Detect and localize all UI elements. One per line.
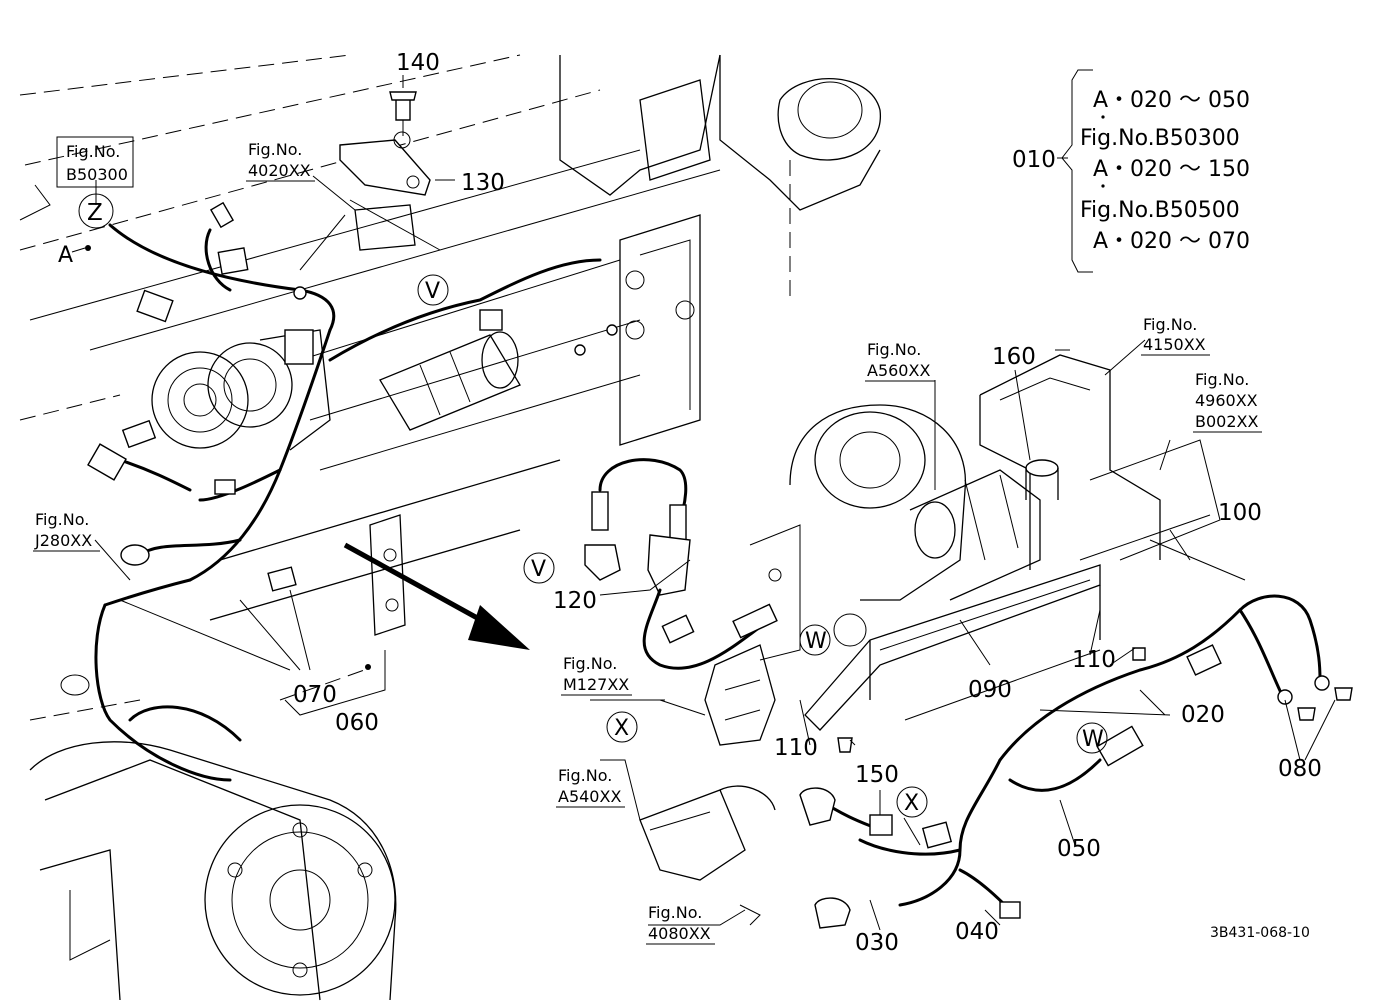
part-number-130: 130 <box>461 170 505 196</box>
fig-ref-4080xx: Fig.No. 4080XX <box>646 903 715 945</box>
svg-text:4080XX: 4080XX <box>648 924 711 943</box>
fig-ref-a560xx: Fig.No. A560XX <box>865 340 935 382</box>
svg-text:Fig.No.: Fig.No. <box>1143 315 1197 334</box>
svg-text:J280XX: J280XX <box>34 531 92 550</box>
fig-ref-4960xx-b002xx: Fig.No. 4960XX B002XX <box>1193 370 1262 433</box>
svg-text:A560XX: A560XX <box>867 361 930 380</box>
callout-markers: Z V V W W X X A <box>58 193 1108 818</box>
svg-text:Z: Z <box>87 200 103 226</box>
callout-a: A <box>58 243 91 268</box>
figure-references: Fig.No. B50300 Fig.No. 4020XX Fig.No. J2… <box>33 136 1262 945</box>
part-number-labels: 140 130 160 100 120 110 090 070 060 020 … <box>293 50 1322 956</box>
svg-text:X: X <box>904 791 919 816</box>
svg-text:Fig.No.: Fig.No. <box>563 654 617 673</box>
fig-ref-b50300: Fig.No. B50300 <box>56 136 134 188</box>
part-number-060: 060 <box>335 710 379 736</box>
fig-ref-j280xx: Fig.No. J280XX <box>33 510 100 552</box>
svg-text:4960XX: 4960XX <box>1195 391 1258 410</box>
svg-text:A540XX: A540XX <box>558 787 621 806</box>
callout-v-lower: V <box>523 552 555 584</box>
svg-text:Fig.No.: Fig.No. <box>248 140 302 159</box>
part-number-160: 160 <box>992 344 1036 370</box>
right-harness <box>799 594 1353 929</box>
legend: 010 A・020 ～ 050 Fig.No.B50300 A・020 ～ 15… <box>1012 69 1250 273</box>
svg-text:B002XX: B002XX <box>1195 412 1258 431</box>
part-number-010: 010 <box>1012 147 1056 173</box>
svg-text:Fig.No.: Fig.No. <box>558 766 612 785</box>
svg-text:Fig.No.: Fig.No. <box>66 142 120 161</box>
svg-text:Fig.No.: Fig.No. <box>867 340 921 359</box>
legend-line-1: A・020 ～ 050 <box>1093 88 1250 113</box>
part-number-080: 080 <box>1278 756 1322 782</box>
svg-text:Fig.No.: Fig.No. <box>35 510 89 529</box>
wiring-harness <box>87 201 618 782</box>
callout-z: Z <box>78 193 114 229</box>
drawing-code: 3B431-068-10 <box>1210 925 1310 941</box>
legend-line-4: Fig.No.B50500 <box>1080 198 1240 223</box>
part-number-050: 050 <box>1057 836 1101 862</box>
callout-w-right: W <box>1076 722 1108 754</box>
fig-ref-m127xx: Fig.No. M127XX <box>561 654 632 696</box>
fig-ref-a540xx: Fig.No. A540XX <box>556 766 625 808</box>
part-number-110-upper: 110 <box>1072 647 1116 673</box>
svg-text:V: V <box>425 279 440 304</box>
svg-text:4020XX: 4020XX <box>248 161 311 180</box>
legend-line-3: A・020 ～ 150 <box>1093 157 1250 182</box>
leader-lines <box>71 75 1336 931</box>
callout-v-upper: V <box>417 274 449 306</box>
callout-x-left: X <box>606 711 638 743</box>
brackets <box>639 644 776 926</box>
part-number-110-lower: 110 <box>774 735 818 761</box>
svg-text:M127XX: M127XX <box>563 675 629 694</box>
part-number-020: 020 <box>1181 702 1225 728</box>
svg-text:V: V <box>531 557 546 582</box>
part-number-140: 140 <box>396 50 440 76</box>
svg-text:A: A <box>58 243 73 268</box>
part-number-090: 090 <box>968 677 1012 703</box>
svg-text:W: W <box>1082 727 1104 752</box>
legend-line-5: A・020 ～ 070 <box>1093 229 1250 254</box>
part-number-070: 070 <box>293 682 337 708</box>
wire-120-assembly <box>584 458 778 670</box>
part-number-150: 150 <box>855 762 899 788</box>
part-number-120: 120 <box>553 588 597 614</box>
svg-text:Fig.No.: Fig.No. <box>1195 370 1249 389</box>
legend-line-2: Fig.No.B50300 <box>1080 126 1240 151</box>
bracket-130-140 <box>339 91 431 251</box>
fig-ref-4150xx: Fig.No. 4150XX <box>1141 315 1210 356</box>
svg-text:X: X <box>614 716 629 741</box>
fig-ref-4020xx: Fig.No. 4020XX <box>246 140 315 182</box>
part-number-100: 100 <box>1218 500 1262 526</box>
part-number-030: 030 <box>855 930 899 956</box>
svg-text:B50300: B50300 <box>66 165 128 184</box>
view-arrow <box>343 542 530 650</box>
part-number-040: 040 <box>955 919 999 945</box>
svg-text:Fig.No.: Fig.No. <box>648 903 702 922</box>
callout-w-left: W <box>799 624 831 656</box>
svg-text:W: W <box>805 629 827 654</box>
svg-text:4150XX: 4150XX <box>1143 335 1206 354</box>
callout-x-right: X <box>896 786 928 818</box>
engine-linework <box>19 54 881 1001</box>
engine-detail-view <box>749 354 1221 731</box>
